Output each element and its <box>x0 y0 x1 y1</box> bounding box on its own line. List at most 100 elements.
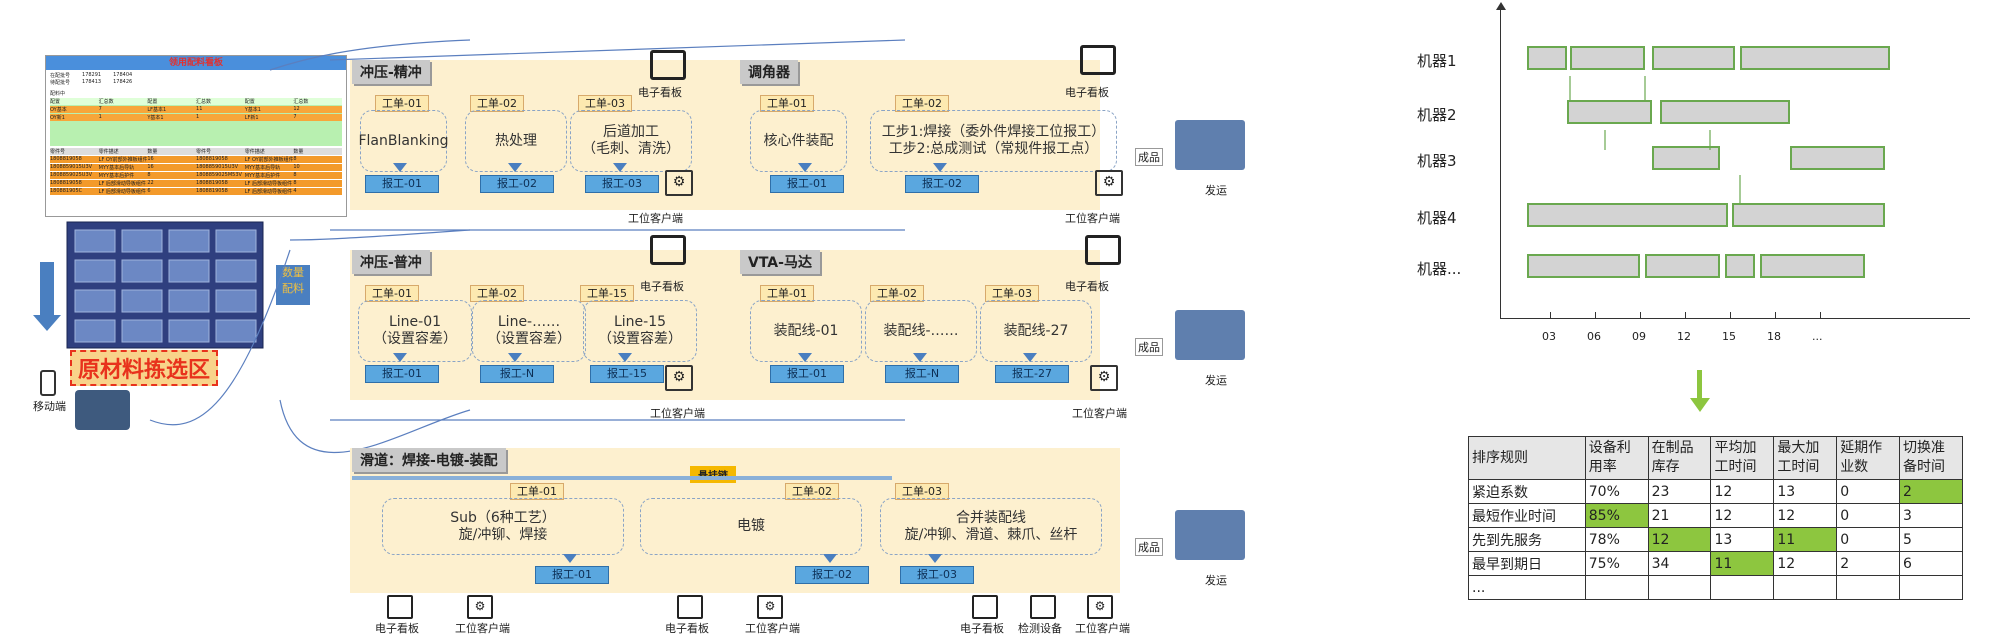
monitor-icon <box>387 595 413 619</box>
table-cell: 12 <box>1773 551 1838 576</box>
col-head: 零件描述 <box>98 149 119 155</box>
col-head: 零件描述 <box>244 149 265 155</box>
col-head: 配置 <box>147 99 158 105</box>
cell: OY基本 <box>50 107 67 113</box>
kanban-green-head: 配置汇总数配置汇总数配置汇总数 <box>50 98 342 105</box>
cell: Y基本1 <box>147 115 164 121</box>
gantt-bar <box>1760 254 1865 278</box>
gantt-bar <box>1652 46 1735 70</box>
rack-bin <box>121 259 163 283</box>
report-button[interactable]: 报工-01 <box>365 365 439 383</box>
x-tick <box>1685 312 1686 318</box>
work-order-tag: 工单-02 <box>470 285 524 302</box>
report-button[interactable]: 报工-02 <box>480 175 554 193</box>
monitor-icon <box>1085 235 1121 265</box>
rack-bin <box>215 289 257 313</box>
report-button[interactable]: 报工-02 <box>795 566 869 584</box>
report-button[interactable]: 报工-15 <box>590 365 664 383</box>
table-header-cell: 切换准 备时间 <box>1899 436 1963 480</box>
rack-bin <box>168 319 210 343</box>
gantt-bar <box>1570 46 1645 70</box>
work-order-tag: 工单-15 <box>580 285 634 302</box>
machine-label: 机器4 <box>1417 209 1457 227</box>
report-button[interactable]: 报工-01 <box>535 566 609 584</box>
table-cell: 6 <box>1899 551 1963 576</box>
gear-icon: ⚙ <box>665 365 693 391</box>
gantt-bar <box>1645 254 1720 278</box>
table-header-cell: 延期作 业数 <box>1836 436 1901 480</box>
monitor-icon <box>650 50 686 80</box>
batch-from: 178413 <box>82 79 102 85</box>
process-step: Line-15 （设置容差） <box>583 300 697 362</box>
x-tick <box>1550 312 1551 318</box>
board-label: 电子看板 <box>638 86 682 99</box>
table-cell: 23 <box>1647 479 1712 504</box>
rack-bin <box>121 229 163 253</box>
down-arrow-icon <box>618 353 632 362</box>
table-header-row: 排序规则设备利 用率在制品 库存平均加 工时间最大加 工时间延期作 业数切换准 … <box>1468 436 1963 480</box>
cell: LF 后部滑动导板组件 <box>98 181 146 187</box>
report-button[interactable]: 报工-03 <box>900 566 974 584</box>
warehouse-graphic: 成品发运 <box>1135 310 1295 390</box>
down-arrow-icon <box>798 353 812 362</box>
table-cell <box>1710 575 1775 600</box>
x-tick-label: 03 <box>1542 330 1556 343</box>
rack-bin <box>121 289 163 313</box>
report-button[interactable]: 报工-03 <box>585 175 659 193</box>
green-down-arrow-head <box>1690 398 1710 412</box>
col-head: 零件号 <box>50 149 66 155</box>
col-head: 汇总数 <box>196 99 212 105</box>
cell: MYY基本后护件 <box>244 173 281 179</box>
table-cell: 12 <box>1773 503 1838 528</box>
down-arrow-icon <box>508 353 522 362</box>
work-order-tag: 工单-02 <box>785 483 839 500</box>
report-button[interactable]: 报工-N <box>480 365 554 383</box>
report-button[interactable]: 报工-01 <box>770 365 844 383</box>
side-label-box: 数量 配料 <box>276 265 310 305</box>
board-label: 电子看板 <box>640 280 684 293</box>
client-label: 工位客户端 <box>628 212 683 225</box>
table-cell <box>1773 575 1838 600</box>
cell: LF OY前部外推板组件 <box>244 157 294 163</box>
table-cell: 13 <box>1710 527 1775 552</box>
report-button[interactable]: 报工-N <box>885 365 959 383</box>
table-cell: 34 <box>1647 551 1712 576</box>
cell: 1 <box>98 114 102 120</box>
gear-icon: ⚙ <box>665 170 693 196</box>
table-cell: 21 <box>1647 503 1712 528</box>
report-button[interactable]: 报工-27 <box>995 365 1069 383</box>
raw-material-label: 原材料拣选区 <box>70 350 219 386</box>
batch-to: 178404 <box>113 72 133 78</box>
finished-label: 成品 <box>1135 338 1163 356</box>
zone-title: VTA-马达 <box>740 250 820 274</box>
bottom-device-label: 电子看板 <box>960 622 1004 635</box>
cell: 16 <box>147 164 154 170</box>
table-cell: 最短作业时间 <box>1468 503 1586 528</box>
batch-label: 在配批号 <box>50 73 71 79</box>
report-button[interactable]: 报工-01 <box>770 175 844 193</box>
cell: 1 <box>196 114 200 120</box>
report-button[interactable]: 报工-02 <box>905 175 979 193</box>
x-tick <box>1640 312 1641 318</box>
machine-label: 机器3 <box>1417 152 1457 170</box>
gantt-bar <box>1725 254 1755 278</box>
work-order-tag: 工单-03 <box>985 285 1039 302</box>
table-cell <box>1836 575 1901 600</box>
table-header-cell: 最大加 工时间 <box>1773 436 1838 480</box>
board-label: 电子看板 <box>1065 280 1109 293</box>
cell: 4 <box>293 188 297 194</box>
process-step: Line-…… （设置容差） <box>472 300 586 362</box>
cell: Y基本1 <box>244 107 261 113</box>
blue-down-arrow <box>40 262 54 317</box>
cell: 6 <box>147 188 151 194</box>
report-button[interactable]: 报工-01 <box>365 175 439 193</box>
cell: LF 后部滑动导板组件 <box>244 181 292 187</box>
table-cell: 3 <box>1899 503 1963 528</box>
down-arrow-icon <box>508 163 522 172</box>
hang-chain-bar <box>352 476 892 480</box>
x-tick-label: ... <box>1812 330 1823 343</box>
